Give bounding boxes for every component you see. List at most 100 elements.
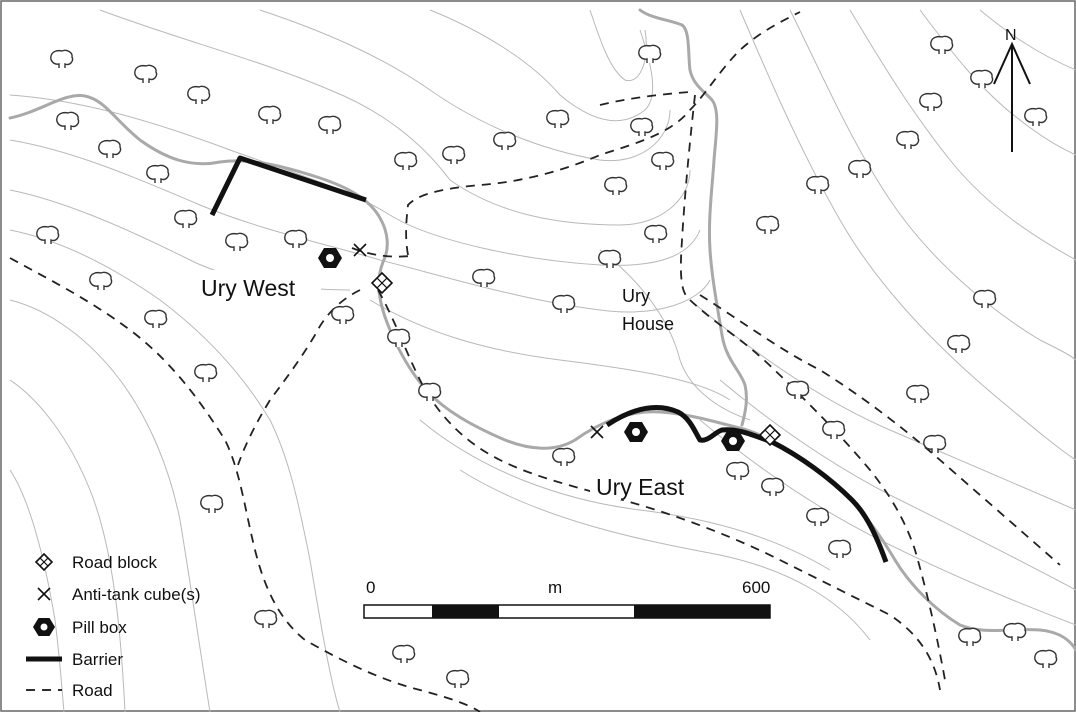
barrier-east [605, 405, 889, 563]
tree-icon [442, 145, 466, 164]
contour-line [689, 299, 1076, 511]
contour-line [429, 9, 654, 122]
contour-line [979, 9, 1076, 71]
scale-bar-segment [432, 605, 499, 618]
contour-line [259, 9, 671, 162]
scale-start-label: 0 [366, 578, 375, 597]
legend-road-block-icon [34, 552, 54, 572]
contour-line [419, 419, 831, 571]
contour-line [599, 249, 751, 421]
trees [36, 35, 1058, 688]
legend-pill-box-label: Pill box [72, 618, 127, 637]
north-arrow: N [993, 27, 1031, 152]
legend: Road block Anti-tank cube(s) Pill box Ba… [26, 552, 201, 700]
legend-anti-tank-icon [37, 587, 51, 601]
rivers [8, 8, 1076, 652]
tree-icon [446, 669, 470, 688]
legend-barrier-label: Barrier [72, 650, 123, 669]
tree-icon [318, 115, 342, 134]
tree-icon [56, 111, 80, 130]
tree-icon [546, 109, 570, 128]
tree-icon [387, 328, 411, 347]
tree-icon [89, 271, 113, 290]
river-tributary [638, 8, 748, 427]
tree-icon [604, 176, 628, 195]
tree-icon [225, 232, 249, 251]
road-line [9, 257, 481, 712]
tree-icon [146, 164, 170, 183]
tree-icon [194, 363, 218, 382]
contour-line [9, 379, 126, 712]
contour-line [9, 139, 711, 313]
tree-icon [1003, 622, 1027, 641]
legend-pill-box-icon [33, 618, 55, 636]
legend-road-label: Road [72, 681, 113, 700]
scale-unit-label: m [548, 578, 562, 597]
tree-icon [786, 380, 810, 399]
scale-bar: 0 m 600 [363, 578, 771, 619]
tree-icon [806, 507, 830, 526]
road-line [680, 94, 946, 681]
contour-line [589, 9, 647, 82]
contour-line [719, 379, 1076, 591]
road-line [405, 11, 801, 256]
contour-line [9, 469, 65, 712]
tree-icon [930, 35, 954, 54]
pill-boxes [318, 248, 745, 451]
barrier-west [209, 155, 367, 217]
anti-tank-cubes [353, 243, 604, 439]
contour-line [9, 94, 701, 266]
tree-icon [187, 85, 211, 104]
legend-anti-tank-label: Anti-tank cube(s) [72, 585, 201, 604]
tree-icon [973, 289, 997, 308]
tree-icon [552, 294, 576, 313]
contour-line [849, 9, 1076, 261]
road-line [351, 247, 411, 258]
pill-box-icon [721, 431, 745, 451]
tree-icon [970, 69, 994, 88]
label-backdrop [196, 270, 321, 300]
tree-icon [761, 477, 785, 496]
tree-icon [756, 215, 780, 234]
tree-icon [493, 131, 517, 150]
legend-road-block-label: Road block [72, 553, 158, 572]
label-ury-east: Ury East [596, 474, 685, 500]
pill-box-icon [318, 248, 342, 268]
tree-icon [828, 539, 852, 558]
contour-line [459, 469, 871, 641]
tree-icon [906, 384, 930, 403]
road-block-icon [370, 271, 394, 295]
label-ury-house-line1: Ury [622, 286, 650, 306]
contour-line [739, 9, 1076, 461]
tree-icon [418, 382, 442, 401]
tree-icon [36, 225, 60, 244]
label-ury-house-line2: House [622, 314, 674, 334]
tree-icon [638, 44, 662, 63]
tree-icon [896, 130, 920, 149]
tree-icon [98, 139, 122, 158]
road-line [699, 294, 1061, 566]
tree-icon [630, 117, 654, 136]
tree-icon [651, 151, 675, 170]
contour-line [99, 9, 691, 226]
tree-icon [1034, 649, 1058, 668]
tree-icon [50, 49, 74, 68]
river-main [8, 93, 1076, 652]
tree-icon [958, 627, 982, 646]
tree-icon [919, 92, 943, 111]
contour-line [919, 9, 1076, 156]
tree-icon [200, 494, 224, 513]
tree-icon [144, 309, 168, 328]
place-labels: Ury West Ury East Ury House [196, 270, 705, 500]
tree-icon [726, 461, 750, 480]
contour-line [9, 299, 211, 712]
tree-icon [392, 644, 416, 663]
road-blocks [370, 271, 782, 447]
contour-line [369, 299, 731, 401]
tree-icon [258, 105, 282, 124]
tree-icon [947, 334, 971, 353]
anti-tank-icon [590, 425, 604, 439]
tree-icon [1024, 107, 1048, 126]
